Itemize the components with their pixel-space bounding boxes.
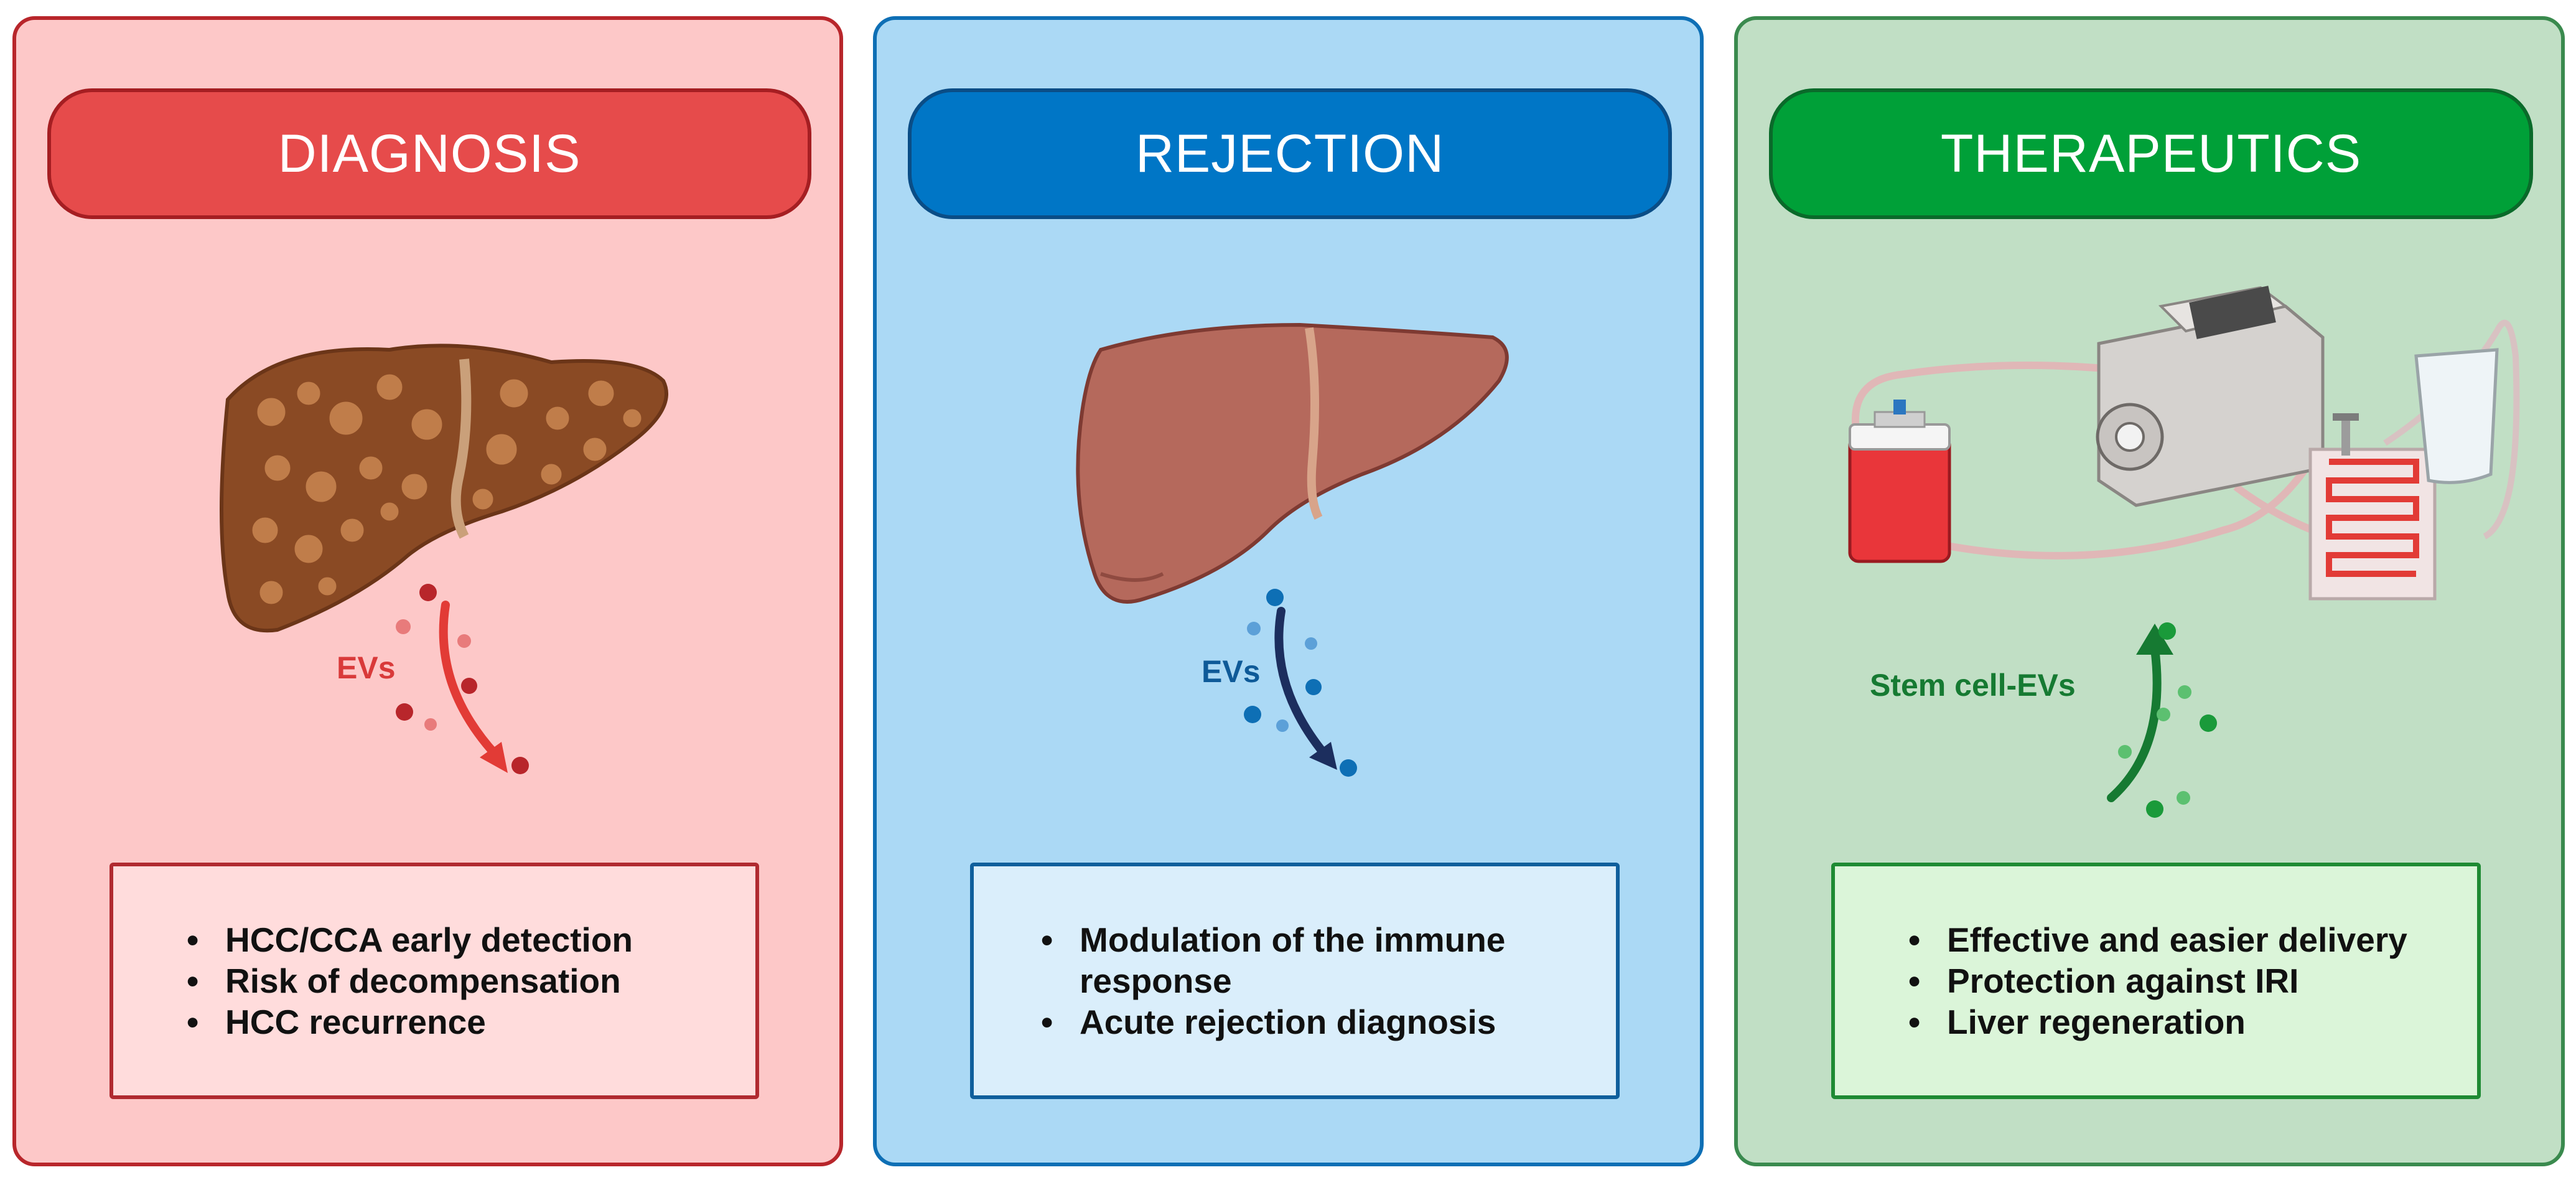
evs-release-arrow — [1244, 589, 1357, 777]
therapeutics-bullet-list: Effective and easier delivery Protection… — [1835, 919, 2407, 1042]
stem-cell-evs-arrow — [2107, 622, 2217, 818]
evs-label: EVs — [1202, 654, 1261, 689]
evs-release-arrow — [396, 584, 529, 774]
therapeutics-panel: THERAPEUTICS Stem cell-EVs Effecti — [1734, 16, 2565, 1166]
bullet-item: Risk of decompensation — [187, 960, 633, 1001]
rejection-header: REJECTION — [908, 88, 1672, 219]
therapeutics-info-box: Effective and easier delivery Protection… — [1831, 863, 2481, 1099]
bullet-item: HCC recurrence — [187, 1001, 633, 1042]
diagnosis-info-box: HCC/CCA early detection Risk of decompen… — [110, 863, 759, 1099]
healthy-liver-icon — [1076, 322, 1509, 604]
evs-label: EVs — [337, 650, 396, 685]
perfusion-machine-icon — [1848, 286, 2520, 601]
rejection-bullet-list: Modulation of the immune response Acute … — [974, 919, 1552, 1042]
rejection-info-box: Modulation of the immune response Acute … — [970, 863, 1620, 1099]
bullet-item: Modulation of the immune response — [1041, 919, 1552, 1001]
bullet-item: Effective and easier delivery — [1908, 919, 2407, 960]
rejection-panel: REJECTION EVs Modulation of the immune r… — [873, 16, 1704, 1166]
therapeutics-header: THERAPEUTICS — [1769, 88, 2533, 219]
bullet-item: Protection against IRI — [1908, 960, 2407, 1001]
stem-cell-evs-label: Stem cell-EVs — [1870, 668, 2076, 703]
diagnosis-header: DIAGNOSIS — [47, 88, 811, 219]
bullet-item: Liver regeneration — [1908, 1001, 2407, 1042]
bullet-item: Acute rejection diagnosis — [1041, 1001, 1552, 1042]
diagnosis-bullet-list: HCC/CCA early detection Risk of decompen… — [113, 919, 633, 1042]
cirrhotic-liver-icon — [220, 344, 668, 633]
diagnosis-panel: DIAGNOSIS EVs HCC/CCA early detection Ri… — [12, 16, 843, 1166]
bullet-item: HCC/CCA early detection — [187, 919, 633, 960]
